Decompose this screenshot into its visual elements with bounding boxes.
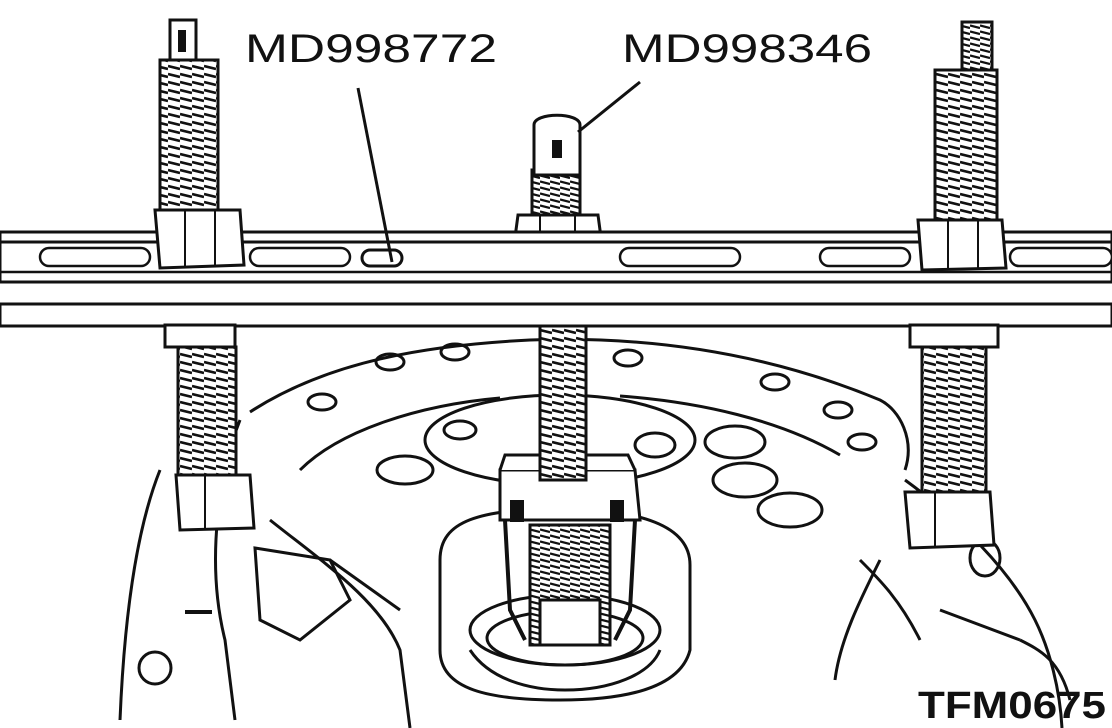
- center-forcing-screw: [506, 113, 614, 482]
- tool-label-md998772: MD998772: [245, 27, 497, 71]
- leader-line-center: [577, 80, 641, 134]
- leader-line-left: [356, 87, 394, 263]
- left-stud-bolt: [153, 18, 256, 532]
- right-stud-bolt: [903, 20, 1008, 550]
- tool-label-md998346: MD998346: [622, 27, 872, 71]
- figure-code: TFM0675: [918, 685, 1106, 727]
